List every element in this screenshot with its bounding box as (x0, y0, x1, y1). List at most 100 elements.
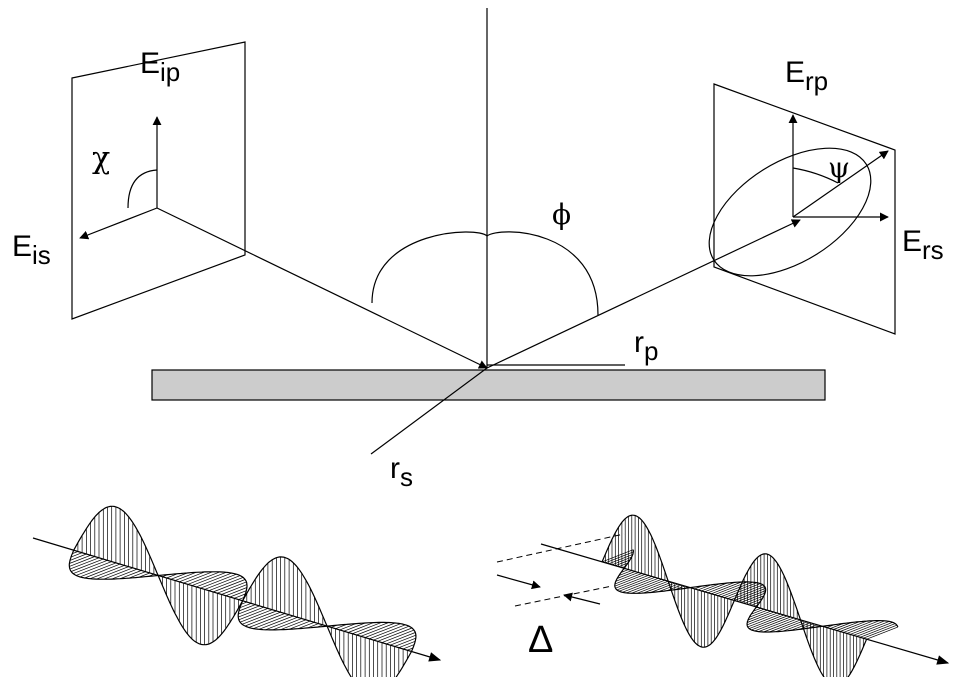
hatch-line (631, 579, 666, 594)
hatch-line (650, 582, 675, 593)
label-e-rp: Erp (785, 56, 828, 96)
hatch-line (402, 644, 415, 650)
hatch-line (727, 584, 764, 599)
hatch-line (701, 583, 720, 592)
hatch-line (221, 584, 248, 595)
hatch-line (798, 623, 814, 630)
hatch-line (758, 617, 794, 632)
label-rp: rp (634, 326, 658, 366)
hatch-line (179, 571, 205, 583)
hatch-line (615, 572, 639, 582)
hatch-line (614, 573, 642, 585)
hatch-line (619, 576, 656, 592)
hatch-line (174, 571, 197, 581)
hatch-line (364, 623, 401, 638)
hatch-line (616, 571, 636, 579)
hatch-line (381, 629, 415, 643)
hatch-line (225, 587, 248, 597)
hatch-line (666, 584, 682, 592)
wave-shifted-hatching (601, 515, 898, 677)
delta-arrow-1 (496, 574, 541, 590)
delta-guide-2 (514, 585, 613, 607)
hatch-line (769, 619, 801, 633)
hatch-line (763, 618, 798, 633)
hatch-line (352, 622, 382, 635)
hatch-line (790, 622, 811, 631)
hatch-line (782, 621, 808, 632)
hatch-line (618, 562, 629, 568)
incident-polarization-plane (71, 41, 246, 320)
hatch-line (238, 597, 245, 600)
hatch-line (704, 582, 728, 593)
label-e-is: Eis (12, 230, 51, 270)
hatch-line (601, 549, 634, 563)
hatch-line (170, 572, 188, 580)
label-e-ip: Eip (140, 47, 180, 87)
hatch-line (749, 609, 768, 618)
chi-angle-arc (127, 169, 158, 209)
hatch-line (407, 647, 414, 651)
hatch-line (234, 593, 246, 599)
label-e-rs: Ers (902, 225, 944, 265)
hatch-line (238, 605, 260, 615)
hatch-line (697, 584, 712, 591)
hatch-line (297, 621, 315, 630)
hatch-line (626, 578, 662, 594)
hatch-line (128, 571, 146, 579)
incident-s-vector (79, 207, 158, 240)
hatch-line (348, 622, 374, 633)
sample-surface (151, 369, 826, 401)
wave-in-phase-axis (32, 537, 442, 662)
hatch-line (747, 613, 781, 628)
psi-angle-arc (792, 167, 839, 184)
hatch-line (622, 577, 659, 593)
hatch-line (73, 559, 108, 574)
hatch-line (229, 590, 247, 598)
reflected-beam (486, 219, 801, 369)
hatch-line (288, 620, 311, 630)
hatch-line (839, 620, 868, 632)
incident-beam (156, 207, 488, 369)
hatch-line (241, 601, 247, 605)
hatch-line (119, 570, 142, 580)
wave-phase-shifted (496, 514, 950, 677)
hatch-line (754, 616, 791, 632)
hatch-line (615, 559, 631, 567)
hatch-line (339, 623, 357, 631)
reflected-polarization-plane (713, 83, 896, 335)
hatch-line (753, 607, 761, 612)
hatch-line (212, 579, 246, 593)
hatch-line (751, 608, 765, 615)
hatch-line (369, 624, 406, 640)
hatch-line (707, 582, 735, 594)
hatch-line (866, 626, 898, 640)
hatch-line (239, 603, 252, 609)
hatch-line (846, 620, 880, 634)
hatch-line (390, 634, 417, 646)
hatch-line (69, 557, 100, 570)
hatch-line (280, 619, 307, 631)
wave-shifted-vertical (601, 514, 868, 677)
hatch-line (614, 574, 646, 587)
delta-guide-1 (496, 533, 625, 563)
hatch-line (386, 632, 416, 645)
hatch-line (70, 552, 83, 558)
hatch-line (398, 640, 416, 649)
hatch-line (711, 581, 742, 595)
hatch-line (859, 623, 896, 638)
hatch-line (244, 611, 281, 627)
hatch-line (750, 601, 761, 606)
hatch-line (833, 622, 852, 630)
hatch-line (751, 615, 788, 631)
hatch-line (204, 575, 241, 590)
hatch-line (843, 620, 874, 633)
rs-axis-line (370, 367, 488, 455)
hatch-line (856, 621, 893, 637)
hatch-line (253, 614, 290, 629)
hatch-line (103, 567, 133, 580)
hatch-line (618, 570, 632, 576)
hatch-line (208, 577, 244, 592)
hatch-line (69, 556, 95, 567)
hatch-line (239, 609, 273, 623)
